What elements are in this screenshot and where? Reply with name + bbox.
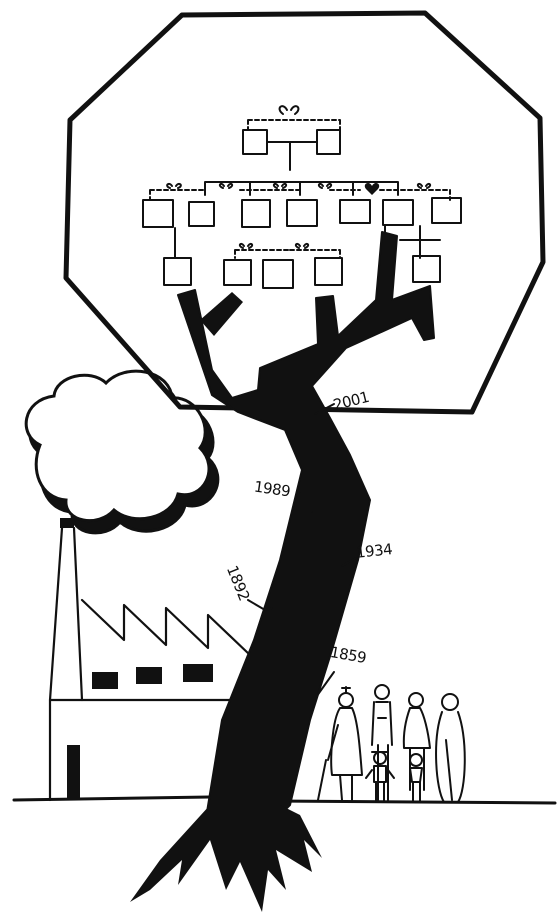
family-group-icon (318, 685, 465, 802)
smoke-cloud-icon (26, 371, 218, 533)
heart-icon (365, 183, 379, 195)
tree-roots (130, 805, 322, 912)
year-label-1934: 1934 (355, 540, 393, 562)
family-tree-icon (143, 106, 461, 288)
